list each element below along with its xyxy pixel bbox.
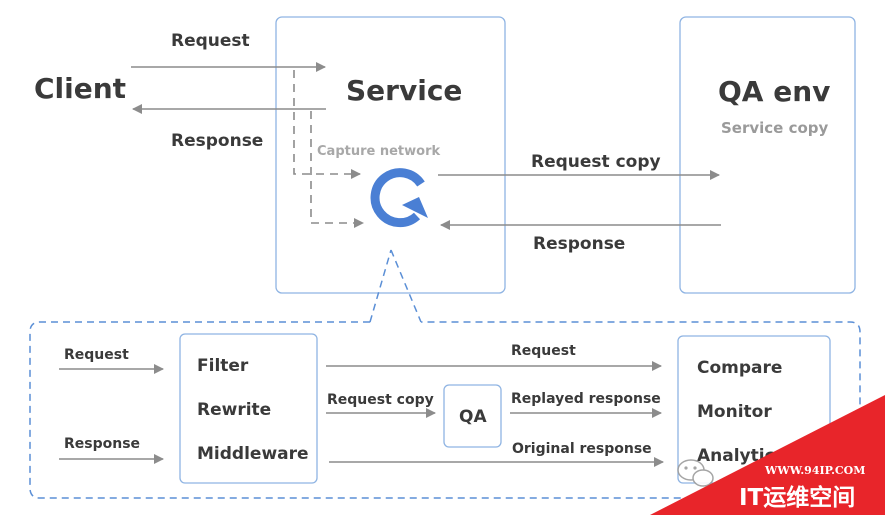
request-label: Request — [171, 31, 250, 51]
original-response-label: Original response — [512, 441, 652, 457]
in-request-label: Request — [64, 347, 129, 363]
watermark-corner: WWW.94IP.COM IT运维空间 — [650, 395, 885, 515]
qa-label: QA — [459, 407, 487, 427]
request-copy-label: Request copy — [531, 152, 661, 172]
replayed-response-label: Replayed response — [511, 391, 661, 407]
pipeline-item-rewrite: Rewrite — [197, 400, 271, 420]
wechat-icon — [677, 459, 714, 487]
client-label: Client — [34, 72, 126, 105]
qa-box — [443, 384, 502, 448]
pipeline-box — [179, 333, 318, 484]
qa-env-label: QA env — [718, 75, 830, 108]
watermark-url: WWW.94IP.COM — [764, 464, 865, 477]
pipeline-item-filter: Filter — [197, 356, 249, 376]
pipeline-item-middleware: Middleware — [197, 444, 309, 464]
response-label: Response — [171, 131, 263, 151]
output-item-monitor: Monitor — [697, 402, 772, 422]
response-back-label: Response — [533, 234, 625, 254]
in-response-label: Response — [64, 436, 140, 452]
detail-callout-border — [29, 249, 861, 499]
capture-network-label: Capture network — [317, 144, 440, 159]
service-box — [275, 16, 506, 294]
capture-dashed-line-2 — [310, 111, 364, 228]
output-item-compare: Compare — [697, 358, 782, 378]
bottom-request-copy-label: Request copy — [327, 392, 434, 408]
capture-dashed-line-1 — [293, 70, 361, 179]
service-copy-label: Service copy — [721, 119, 829, 137]
bottom-request-label: Request — [511, 343, 576, 359]
service-label: Service — [346, 74, 462, 107]
watermark-title: IT运维空间 — [739, 484, 855, 511]
qa-env-box — [679, 16, 856, 294]
goreplay-logo-icon — [370, 168, 428, 228]
